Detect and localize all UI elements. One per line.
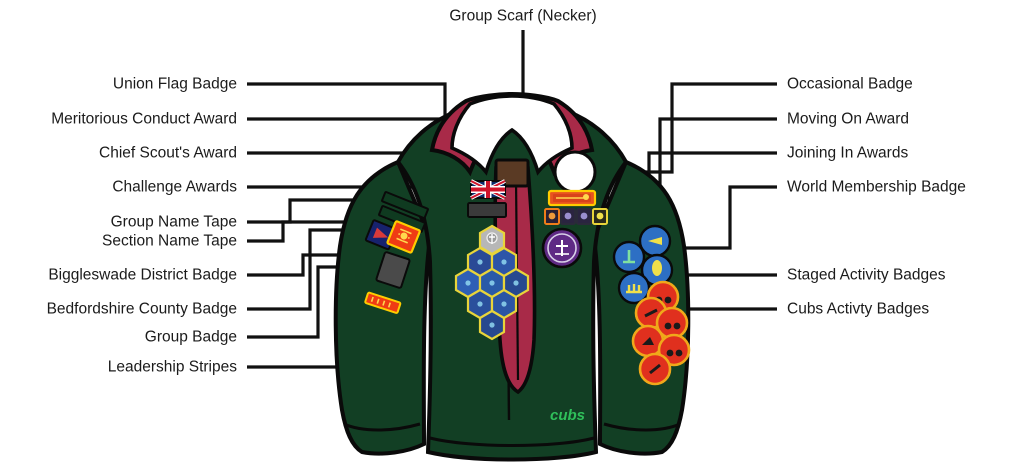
moving-on-award	[547, 189, 597, 207]
label-moving-on-award: Moving On Award	[787, 110, 910, 128]
staged-activity-badge	[638, 224, 672, 258]
staged-activity-badge	[612, 240, 646, 274]
occasional-badge	[553, 150, 597, 194]
label-biggleswade-district-badge: Biggleswade District Badge	[48, 266, 237, 284]
shirt-right-cuff	[603, 422, 681, 432]
cubs-activity-badge	[638, 352, 672, 386]
cubs-wordmark: cubs	[550, 407, 585, 424]
label-world-membership-badge: World Membership Badge	[787, 178, 966, 196]
left-chest-badges	[454, 179, 530, 341]
label-leadership-stripes: Leadership Stripes	[107, 358, 237, 376]
label-union-flag-badge: Union Flag Badge	[112, 75, 237, 93]
shirt-left-cuff	[343, 422, 421, 432]
bedfordshire-county-badge	[386, 220, 421, 254]
joining-in-awards	[544, 208, 608, 225]
title-label-group-scarf: Group Scarf (Necker)	[449, 7, 597, 25]
label-meritorious-conduct-award: Meritorious Conduct Award	[51, 110, 237, 128]
staged-activity-badges	[612, 224, 674, 305]
staged-activity-badge	[617, 271, 651, 305]
label-bedfordshire-county-badge: Bedfordshire County Badge	[46, 300, 237, 318]
label-cubs-activty-badges: Cubs Activty Badges	[787, 300, 930, 318]
cubs-activity-badges	[631, 280, 691, 386]
label-chief-scouts-award: Chief Scout's Award	[99, 144, 237, 162]
left-sleeve-badges	[364, 191, 429, 314]
shirt-hem	[429, 436, 595, 447]
label-section-name-tape: Section Name Tape	[102, 232, 237, 250]
staged-activity-badge	[640, 253, 674, 287]
label-challenge-awards: Challenge Awards	[112, 178, 237, 196]
label-occasional-badge: Occasional Badge	[787, 75, 913, 93]
label-group-name-tape: Group Name Tape	[110, 213, 237, 231]
label-joining-in-awards: Joining In Awards	[787, 144, 909, 162]
union-flag-badge	[470, 179, 506, 200]
label-group-badge: Group Badge	[144, 328, 237, 346]
meritorious-conduct-award	[467, 202, 507, 218]
right-chest-badges	[541, 150, 608, 269]
group-name-tape	[381, 191, 429, 219]
leadership-stripes	[364, 291, 402, 314]
challenge-awards-cluster	[454, 246, 530, 341]
label-staged-activity-badges: Staged Activity Badges	[787, 266, 946, 284]
world-membership-badge	[541, 227, 583, 269]
scarf-collar-inner	[450, 94, 574, 176]
group-badge	[375, 251, 411, 289]
